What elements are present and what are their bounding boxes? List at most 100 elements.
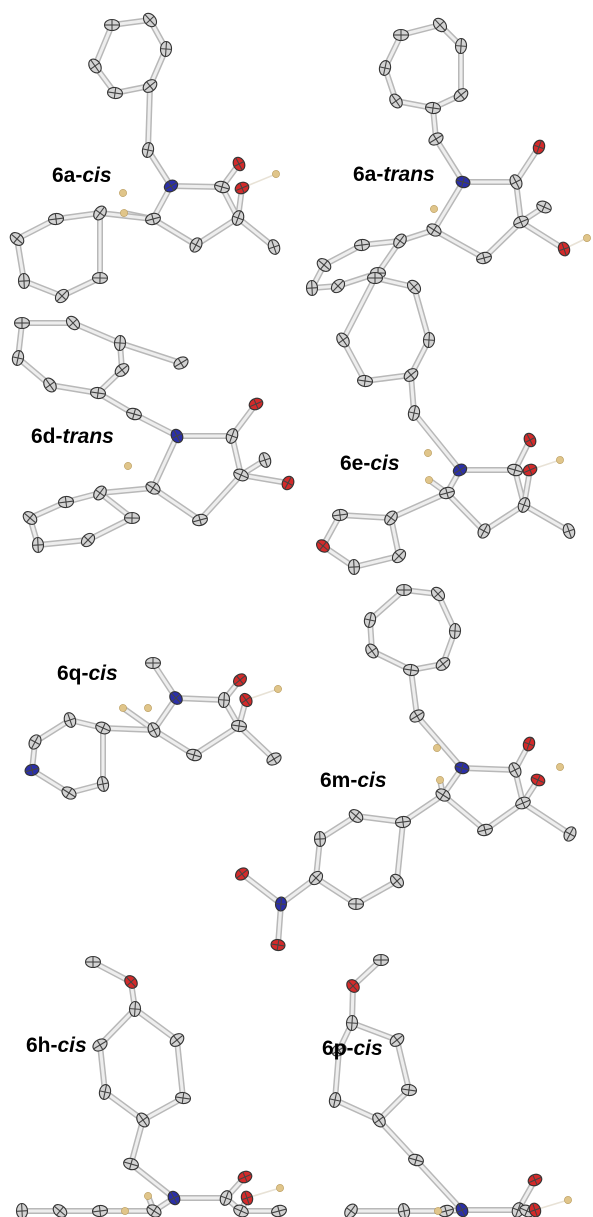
molecule-6h-cis bbox=[15, 955, 287, 1217]
bond-highlight bbox=[519, 220, 566, 251]
bond-highlight bbox=[192, 724, 241, 757]
atom-c bbox=[233, 468, 249, 482]
label-6a-trans: 6a-trans bbox=[353, 163, 435, 186]
molecule-6m-cis bbox=[234, 583, 577, 952]
atom-h bbox=[272, 170, 280, 178]
atom-h bbox=[583, 234, 591, 242]
bond-highlight bbox=[146, 84, 152, 152]
atom-c bbox=[392, 28, 410, 42]
bond-highlight bbox=[118, 341, 183, 365]
atom-c bbox=[391, 548, 407, 564]
atom-c bbox=[91, 1204, 109, 1217]
atom-c bbox=[363, 612, 377, 628]
bond-highlight bbox=[152, 696, 178, 732]
atom-c bbox=[422, 331, 436, 349]
atom-n bbox=[163, 179, 179, 193]
atom-c bbox=[562, 523, 576, 539]
atom-c bbox=[402, 663, 420, 677]
atom-o bbox=[240, 1190, 254, 1206]
bond-highlight bbox=[482, 220, 523, 260]
bond-highlight bbox=[522, 503, 571, 533]
atom-h bbox=[424, 449, 432, 457]
atom-h bbox=[433, 744, 441, 752]
atom-c bbox=[406, 279, 422, 295]
atom-h bbox=[120, 209, 128, 217]
molecule-6q-cis bbox=[24, 656, 282, 800]
atom-c bbox=[230, 719, 248, 733]
atom-c bbox=[426, 223, 442, 237]
atom-o bbox=[346, 979, 360, 993]
bond-highlight bbox=[174, 696, 226, 702]
label-6e-cis: 6e-cis bbox=[340, 452, 400, 475]
atom-c bbox=[477, 523, 491, 539]
atom-c bbox=[308, 870, 324, 886]
atom-c bbox=[217, 691, 231, 709]
atom-c bbox=[313, 830, 327, 848]
atom-c bbox=[13, 316, 31, 330]
atom-c bbox=[192, 513, 208, 527]
atom-c bbox=[403, 368, 419, 382]
atom-c bbox=[106, 86, 124, 100]
atom-c bbox=[407, 405, 421, 421]
atom-c bbox=[424, 101, 442, 115]
atom-c bbox=[389, 93, 403, 109]
bond-highlight bbox=[36, 538, 90, 547]
atom-h bbox=[121, 1207, 129, 1215]
atom-o bbox=[528, 1202, 542, 1217]
atom-c bbox=[258, 452, 272, 468]
atom-c bbox=[114, 363, 130, 377]
atom-h bbox=[430, 205, 438, 213]
atom-h bbox=[556, 456, 564, 464]
atom-c bbox=[509, 174, 523, 190]
atom-n bbox=[167, 1190, 181, 1206]
bond-highlight bbox=[175, 1038, 185, 1100]
bond-highlight bbox=[236, 216, 276, 249]
bond-highlight bbox=[103, 1090, 145, 1122]
atom-c bbox=[267, 239, 281, 255]
bond-highlight bbox=[318, 814, 358, 841]
atom-c bbox=[141, 142, 155, 158]
atom-o bbox=[522, 463, 538, 477]
bond-highlight bbox=[101, 726, 156, 732]
atom-c bbox=[348, 809, 364, 823]
atom-c bbox=[15, 1202, 29, 1217]
bond-highlight bbox=[98, 1043, 107, 1094]
atom-c bbox=[61, 786, 77, 800]
atom-h bbox=[436, 776, 444, 784]
atom-c bbox=[515, 796, 531, 810]
bond-highlight bbox=[194, 216, 240, 247]
bond-highlight bbox=[98, 1007, 137, 1047]
bond-highlight bbox=[198, 473, 243, 522]
bond-highlight bbox=[333, 1048, 341, 1102]
atom-o bbox=[234, 181, 250, 195]
structures-layer bbox=[9, 12, 591, 1217]
atom-c bbox=[91, 271, 109, 285]
atom-c bbox=[123, 1157, 139, 1171]
atom-c bbox=[84, 955, 102, 969]
atom-c bbox=[394, 815, 412, 829]
atom-c bbox=[409, 709, 425, 723]
label-6h-cis: 6h-cis bbox=[26, 1034, 87, 1057]
label-6d-trans: 6d-trans bbox=[31, 425, 114, 448]
atom-c bbox=[126, 407, 142, 421]
atom-o bbox=[270, 938, 286, 952]
label-6p-cis: 6p-cis bbox=[322, 1037, 383, 1060]
atom-h bbox=[119, 189, 127, 197]
atom-c bbox=[103, 18, 121, 32]
bond-highlight bbox=[98, 486, 155, 495]
atom-c bbox=[453, 88, 469, 102]
atom-o bbox=[234, 867, 250, 881]
atom-o bbox=[532, 139, 546, 155]
atom-o bbox=[523, 432, 537, 448]
atom-c bbox=[214, 180, 230, 194]
atom-o bbox=[248, 397, 264, 411]
atom-c bbox=[395, 583, 413, 597]
atom-n bbox=[455, 175, 471, 189]
atom-c bbox=[93, 205, 107, 221]
bond-highlight bbox=[333, 1098, 381, 1122]
molecule-6p-cis bbox=[328, 953, 572, 1217]
atom-c bbox=[142, 12, 158, 28]
bond-highlight bbox=[389, 491, 449, 520]
atom-c bbox=[347, 558, 361, 576]
atom-c bbox=[477, 823, 493, 837]
